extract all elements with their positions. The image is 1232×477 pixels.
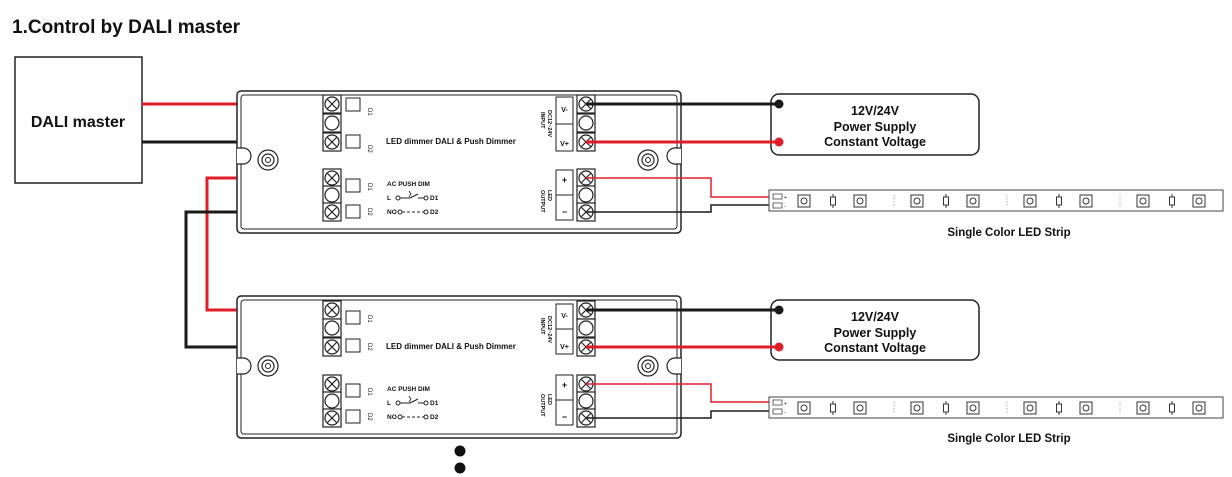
push-d2-label-2: D2 (366, 413, 372, 421)
dimmer-unit-1: D1 D2 D1 D2 LED dimmer DALI & Push Dimme… (236, 90, 682, 234)
switch-d1-label: D1 (430, 195, 439, 202)
dali-master-box: DALI master (14, 56, 143, 184)
output-plus-label: + (562, 175, 567, 185)
output-plus-label-2: + (562, 380, 567, 390)
page-title: 1.Control by DALI master (12, 17, 241, 38)
led-chip-icon (966, 194, 980, 208)
switch-no-label-2: NO (387, 414, 397, 421)
push-d1-label: D1 (366, 183, 372, 191)
input-vplus-label-2: V+ (560, 344, 569, 351)
led-strip-2: + - (768, 396, 1224, 419)
led-chip-icon (1023, 194, 1037, 208)
dimmer-name: LED dimmer DALI & Push Dimmer (386, 137, 516, 146)
power-supply-2: 12V/24V Power Supply Constant Voltage (770, 299, 980, 361)
switch-d1-label-2: D1 (430, 400, 439, 407)
ac-push-dim-label: AC PUSH DIM (387, 181, 430, 188)
led-chip-icon (966, 401, 980, 415)
dimmer-name-2: LED dimmer DALI & Push Dimmer (386, 342, 516, 351)
push-d2-label: D2 (366, 208, 372, 216)
strip-2-plus: + (784, 401, 787, 407)
led-strip-1: + - (768, 189, 1224, 212)
led-chip-icon (1079, 401, 1093, 415)
dimmer-unit-2: D1 D2 D1 D2 LED dimmer DALI & Push Dimme… (236, 295, 682, 439)
push-d1-label-2: D1 (366, 388, 372, 396)
psu-2-line2: Power Supply (834, 326, 917, 340)
led-chip-icon (1136, 194, 1150, 208)
led-chip-icon (853, 194, 867, 208)
dali-d1-label: D1 (366, 108, 372, 116)
input-vminus-label: V- (561, 107, 568, 114)
switch-d2-label: D2 (430, 209, 439, 216)
dali-d2-label: D2 (366, 145, 372, 153)
ac-push-dim-label-2: AC PUSH DIM (387, 386, 430, 393)
led-chip-icon (797, 194, 811, 208)
led-chip-icon (1192, 401, 1206, 415)
led-strip-wires (586, 177, 776, 419)
strip-1-minus: - (784, 204, 786, 210)
led-chip-icon (797, 401, 811, 415)
dali-d1-label-2: D1 (366, 315, 372, 323)
psu-2-line3: Constant Voltage (824, 341, 926, 355)
led-chip-icon (910, 401, 924, 415)
input-label-2: INPUT (539, 318, 545, 335)
led-strip-2-label: Single Color LED Strip (947, 433, 1070, 445)
switch-no-label: NO (387, 209, 397, 216)
input-voltage-label-2: DC12~24V (546, 316, 552, 343)
led-strip-1-label: Single Color LED Strip (947, 227, 1070, 239)
psu-1-line2: Power Supply (834, 120, 917, 134)
input-label: INPUT (539, 112, 545, 129)
led-chip-icon (853, 401, 867, 415)
switch-d2-label-2: D2 (430, 414, 439, 421)
led-chip-icon (1192, 194, 1206, 208)
input-vminus-label-2: V- (561, 313, 568, 320)
output-label: OUTPUT (539, 190, 545, 213)
led-chip-icon (910, 194, 924, 208)
output-label-2: OUTPUT (539, 394, 545, 417)
led-chip-icon (1079, 194, 1093, 208)
psu-1-line3: Constant Voltage (824, 135, 926, 149)
strip-2-minus: - (784, 410, 786, 416)
psu-1-line1: 12V/24V (851, 104, 900, 118)
output-led-label-2: LED (546, 394, 552, 405)
output-minus-label: − (562, 207, 567, 217)
led-chip-icon (1136, 401, 1150, 415)
switch-l-label: L (387, 195, 391, 202)
power-wires (586, 99, 784, 352)
input-voltage-label: DC12~24V (546, 110, 552, 137)
psu-2-line1: 12V/24V (851, 310, 900, 324)
dali-master-label: DALI master (31, 114, 125, 131)
input-vplus-label: V+ (560, 141, 569, 148)
dali-d2-label-2: D2 (366, 343, 372, 351)
output-minus-label-2: − (562, 412, 567, 422)
power-supply-1: 12V/24V Power Supply Constant Voltage (770, 93, 980, 156)
strip-1-plus: + (784, 195, 787, 201)
switch-l-label-2: L (387, 400, 391, 407)
continuation-dots (454, 445, 466, 474)
led-chip-icon (1023, 401, 1037, 415)
output-led-label: LED (546, 190, 552, 201)
